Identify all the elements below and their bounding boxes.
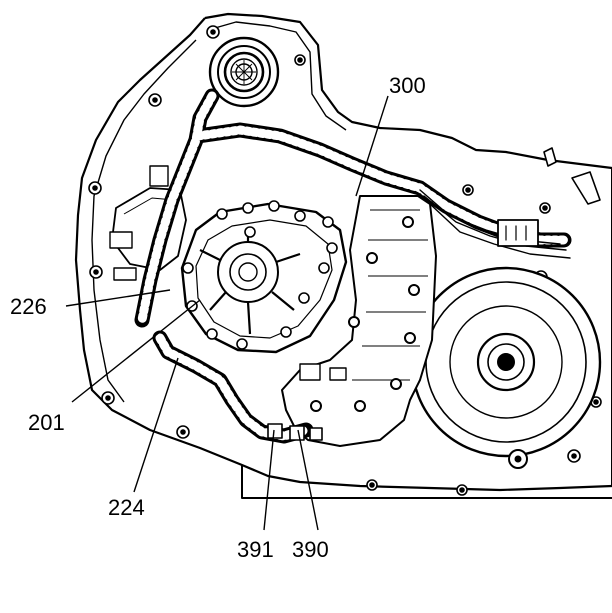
callout-391: 391	[237, 537, 274, 562]
leader-lines	[65, 95, 389, 531]
callout-224: 224	[108, 495, 145, 520]
callout-300: 300	[389, 73, 426, 98]
callouts: 300 226 201 224 391 390	[10, 73, 426, 562]
case-outline	[74, 12, 612, 499]
wiring-harness	[134, 88, 601, 444]
differential-hub	[410, 266, 602, 469]
control-valve-cover	[180, 200, 348, 354]
callout-390: 390	[292, 537, 329, 562]
valve-body	[281, 195, 437, 447]
input-shaft-seal	[208, 36, 280, 108]
callout-226: 226	[10, 294, 47, 319]
callout-201: 201	[28, 410, 65, 435]
